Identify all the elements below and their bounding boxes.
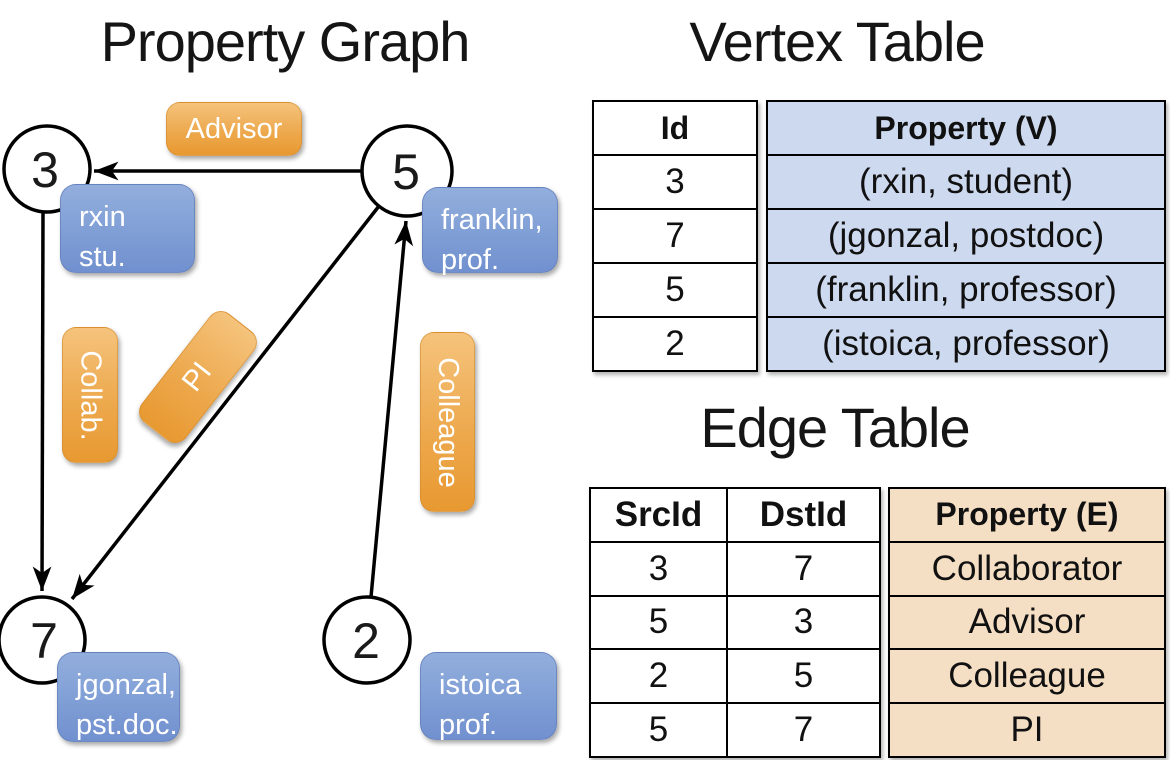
edge-label-collab-text: Collab. [74, 349, 107, 441]
edge-table-title: Edge Table [700, 396, 970, 459]
edge-table-property-cell: Collaborator [890, 540, 1164, 595]
edge-label-advisor: Advisor [166, 102, 302, 156]
vertex-table-property-cell: (jgonzal, postdoc) [768, 208, 1164, 262]
vertex-table-header-id: Id [660, 109, 690, 146]
edge-table-property-cell: Colleague [890, 648, 1164, 702]
edge-table-srcid-cell: 5 [591, 702, 728, 756]
vertex-property-franklin-line1: franklin, [441, 204, 543, 236]
edge-table-property-column: Property (E) Collaborator Advisor Collea… [888, 487, 1166, 758]
edge-label-pi-text: PI [176, 356, 219, 398]
vertex-property-jgonzal: jgonzal, pst.doc. [57, 652, 180, 742]
edge-table-srcid-cell: 5 [591, 594, 728, 649]
vertex-table-id-cell: 5 [594, 262, 756, 316]
edge-label-colleague: Colleague [420, 332, 475, 512]
edge-arrow-collab-3-to-7 [32, 211, 52, 592]
edge-table-dstid-cell: 7 [728, 702, 879, 756]
edge-label-collab: Collab. [62, 327, 118, 463]
vertex-property-istoica-line2: prof. [439, 709, 498, 741]
vertex-table-title: Vertex Table [689, 10, 985, 73]
edge-table-header-property: Property (E) [935, 496, 1119, 533]
vertex-property-franklin-line2: prof. [441, 244, 500, 276]
node-2-id: 2 [352, 613, 380, 669]
vertex-table-id-cell: 7 [594, 208, 756, 262]
vertex-property-rxin-line1: rxin [79, 201, 126, 233]
vertex-table-id-cell: 2 [594, 316, 756, 370]
edge-table-id-columns: SrcId DstId 3 7 5 3 2 5 5 7 [589, 487, 881, 758]
vertex-property-rxin: rxin stu. [60, 184, 195, 273]
property-graph-title: Property Graph [100, 10, 471, 73]
node-5-id: 5 [392, 144, 420, 200]
vertex-table-property-column: Property (V) (rxin, student) (jgonzal, p… [766, 100, 1166, 372]
edge-table-dstid-cell: 5 [728, 648, 879, 702]
edge-label-advisor-text: Advisor [185, 112, 283, 145]
node-3-id: 3 [31, 142, 59, 198]
vertex-table-header-property: Property (V) [874, 109, 1058, 146]
edge-arrow-colleague-2-to-5 [369, 220, 414, 598]
edge-table-srcid-cell: 3 [591, 540, 728, 595]
vertex-table-id-cell: 3 [594, 154, 756, 208]
vertex-table-property-cell: (rxin, student) [768, 154, 1164, 208]
edge-label-colleague-text: Colleague [432, 356, 465, 488]
vertex-property-jgonzal-line2: pst.doc. [76, 709, 178, 741]
vertex-property-istoica: istoica prof. [420, 652, 557, 741]
edge-table-header-srcid: SrcId [591, 489, 728, 541]
edge-table-property-cell: Advisor [890, 594, 1164, 649]
vertex-property-rxin-line2: stu. [79, 241, 126, 273]
vertex-property-jgonzal-line1: jgonzal, [76, 669, 176, 701]
vertex-table-property-cell: (franklin, professor) [768, 262, 1164, 316]
property-graph-canvas: 3 5 7 2 [0, 124, 454, 685]
node-7-id: 7 [30, 613, 58, 669]
edge-table-header-dstid: DstId [759, 494, 848, 534]
vertex-table-id-column: Id 3 7 5 2 [592, 100, 758, 372]
vertex-property-istoica-line1: istoica [439, 669, 522, 701]
vertex-table-property-cell: (istoica, professor) [768, 316, 1164, 370]
edge-arrow-pi-5-to-7 [70, 204, 381, 601]
edge-table-dstid-cell: 3 [728, 594, 879, 649]
edge-table-property-cell: PI [890, 702, 1164, 756]
node-2-circle [322, 595, 412, 685]
edge-table-dstid-cell: 7 [728, 540, 879, 595]
vertex-property-franklin: franklin, prof. [422, 187, 558, 276]
edge-table-srcid-cell: 2 [591, 648, 728, 703]
